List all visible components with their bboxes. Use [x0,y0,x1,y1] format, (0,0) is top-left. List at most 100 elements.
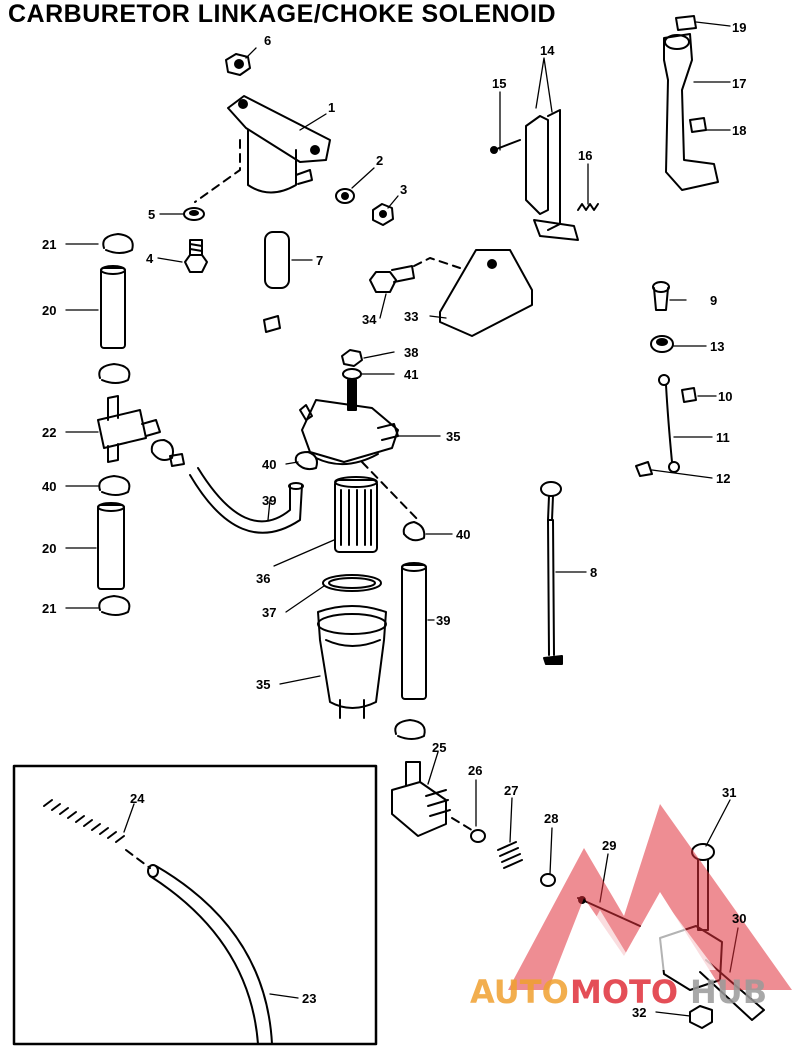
callout-23: 23 [302,991,316,1006]
assembly-line [361,461,421,523]
callout-11: 11 [716,430,730,445]
callout-9: 9 [710,293,717,308]
callout-18: 18 [732,123,746,138]
callout-40-left: 40 [42,479,56,494]
callout-30: 30 [732,911,746,926]
part-nut-6 [225,53,251,76]
part-bracket-17 [663,33,719,191]
callout-16: 16 [578,148,592,163]
callout-7: 7 [316,253,323,268]
callout-41: 41 [404,367,418,382]
callout-1: 1 [328,100,335,115]
part-bolt-34 [369,265,415,293]
callout-21-top: 21 [42,237,56,252]
part-grommet-13 [650,335,674,353]
callout-24: 24 [130,791,145,806]
callout-39-straight: 39 [436,613,450,628]
callout-28: 28 [544,811,558,826]
callout-2: 2 [376,153,383,168]
callout-35-bowl: 35 [256,677,270,692]
part-screw-10 [681,387,697,403]
part-washer-41 [342,368,362,380]
part-screw-15 [490,139,521,154]
callout-15: 15 [492,76,506,91]
callout-26: 26 [468,763,482,778]
callout-10: 10 [718,389,732,404]
assembly-line [413,257,461,269]
part-screw-12 [635,461,653,477]
part-strap-11 [658,374,680,473]
callout-21-bottom: 21 [42,601,56,616]
part-clip-40-left [98,475,131,496]
part-clip-lower [98,363,131,384]
callout-35-head: 35 [446,429,460,444]
part-screw-18 [689,117,707,133]
part-spring-24 [43,799,125,843]
watermark-text-auto: AUTO [470,973,569,1011]
callout-20-top: 20 [42,303,56,318]
callout-34: 34 [362,312,377,327]
callout-38: 38 [404,345,418,360]
assembly-line [451,817,476,833]
callout-29: 29 [602,838,616,853]
callout-39-curved: 39 [262,493,276,508]
watermark-text-hub: HUB [690,973,767,1011]
part-hose-39-curved [189,467,304,534]
part-plug-9 [652,281,670,311]
callout-40-right: 40 [456,527,470,542]
part-bolt-4 [184,239,208,273]
part-filter-head-35 [299,379,399,466]
part-bracket-33 [439,249,533,337]
callout-17: 17 [732,76,746,91]
callout-5: 5 [148,207,155,222]
callout-37: 37 [262,605,276,620]
part-nut-32 [689,1005,713,1029]
part-tube-23 [147,864,273,1045]
callout-6: 6 [264,33,271,48]
part-clip-21-top [102,233,134,254]
part-elbow-25 [391,761,451,837]
callout-13: 13 [710,339,724,354]
part-hose-39-straight [401,562,427,700]
callout-22: 22 [42,425,56,440]
callout-numbers: 6 1 2 3 5 4 7 14 15 16 19 17 18 21 20 22… [42,20,746,1020]
callout-20-bottom: 20 [42,541,56,556]
callout-19: 19 [732,20,746,35]
part-clip-fitting [150,439,185,467]
part-clip-lower-hose [394,719,426,740]
part-washer-5 [183,207,205,221]
diagram-title: CARBURETOR LINKAGE/CHOKE SOLENOID [8,0,557,28]
part-clip-21-bottom [98,595,131,616]
part-hose-20-top [100,265,126,349]
callout-27: 27 [504,783,518,798]
part-choke-solenoid-1 [227,95,331,194]
callout-12: 12 [716,471,730,486]
part-washer-26 [470,829,486,843]
part-washer-28 [540,873,556,887]
callout-36: 36 [256,571,270,586]
part-clip-40-right [402,521,426,542]
part-filter-bowl-35 [317,605,387,719]
callout-40-center: 40 [262,457,276,472]
assembly-line [125,849,151,869]
callout-33: 33 [404,309,418,324]
callout-3: 3 [400,182,407,197]
callout-4: 4 [146,251,154,266]
part-dipstick-8 [540,481,563,665]
callout-31: 31 [722,785,736,800]
assembly-line [194,139,241,203]
part-linkage-14 [525,109,579,241]
part-clip-40-center [294,451,318,471]
part-oring-37 [322,574,382,592]
part-hose-20-bottom [97,502,125,590]
watermark-text-moto: MOTO [570,973,678,1011]
callout-25: 25 [432,740,446,755]
callout-14: 14 [540,43,555,58]
leader-lines [65,21,739,1017]
callout-8: 8 [590,565,597,580]
part-spring-27 [497,841,523,869]
part-clip-19 [675,15,697,31]
part-pin-7 [263,231,290,333]
inset-frame [12,764,378,1046]
